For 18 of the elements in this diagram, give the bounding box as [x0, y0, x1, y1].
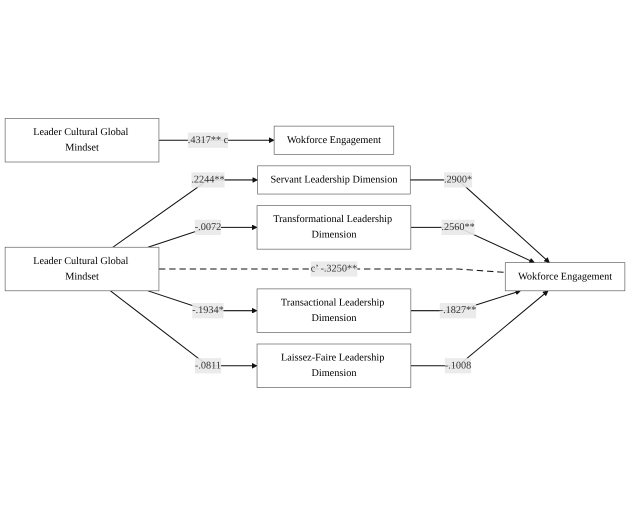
- edge-label: .2560**: [441, 222, 475, 232]
- edge-label: .2900*: [444, 174, 472, 186]
- node-box: Servant Leadership Dimension: [257, 166, 411, 194]
- edge-label: -.1008: [444, 360, 472, 371]
- edge-label: .2244**: [191, 174, 225, 186]
- edge-label: -.0072: [194, 222, 222, 232]
- node-box: Laissez-Faire Leadership Dimension: [256, 344, 412, 388]
- node-box: Leader Cultural Global Mindset: [4, 118, 160, 162]
- edge-label: -.0811: [194, 360, 222, 371]
- node-box: Wokforce Engagement: [504, 262, 626, 292]
- node-box: Transformational Leadership Dimension: [256, 205, 412, 250]
- edge-label: .4317** c: [188, 134, 228, 146]
- edge-label: -.1827**: [440, 304, 476, 316]
- node-box: Transactional Leadership Dimension: [256, 288, 412, 333]
- edge-label: c’ -.3250**: [310, 263, 358, 274]
- edge-label: -.1934*: [192, 304, 224, 316]
- node-box: Leader Cultural Global Mindset: [4, 246, 160, 292]
- node-box: Wokforce Engagement: [274, 126, 394, 155]
